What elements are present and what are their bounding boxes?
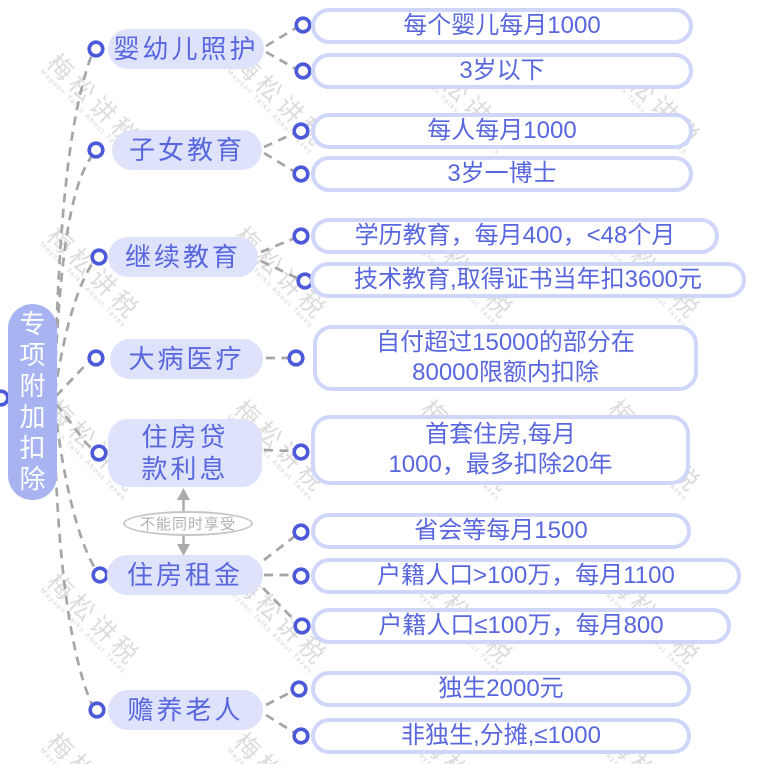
node-text: 1000，最多扣除20年 <box>388 451 613 478</box>
node-text: 住房贷 <box>141 422 229 452</box>
leaf-node: 3岁一博士 <box>311 156 693 192</box>
node-text: 省会等每月1500 <box>414 517 588 544</box>
node-text: 80000限额内扣除 <box>412 359 599 386</box>
branch-leaf-connector-line <box>265 689 294 707</box>
branch-leaf-connector-line <box>260 259 300 281</box>
root-branch-connector-line <box>53 260 96 393</box>
branch-node: 赡养老人 <box>108 690 263 730</box>
leaf-node: 独生2000元 <box>311 671 691 707</box>
root-branch-connector-line <box>52 409 95 708</box>
connector-ring-icon <box>294 16 312 34</box>
branch-leaf-connector-line <box>263 151 296 174</box>
root-branch-connector-line <box>52 53 94 389</box>
leaf-node: 技术教育,取得证书当年扣3600元 <box>310 262 746 298</box>
node-text: 住房租金 <box>126 560 243 590</box>
node-text: 每个婴儿每月1000 <box>403 12 601 39</box>
connector-ring-icon <box>87 40 105 58</box>
connector-ring-icon <box>87 349 105 367</box>
root-branch-connector-line <box>55 359 91 397</box>
connector-ring-icon <box>294 62 312 80</box>
node-text: 款利息 <box>141 454 229 484</box>
node-text: 每人每月1000 <box>427 117 577 144</box>
node-text: 大病医疗 <box>128 344 245 374</box>
leaf-node: 省会等每月1500 <box>311 513 691 549</box>
arrow-down-icon <box>177 544 190 556</box>
root-branch-connector-line <box>53 407 98 571</box>
node-text: 学历教育，每月400，<48个月 <box>354 222 676 249</box>
branch-leaf-connector-line <box>265 50 297 71</box>
leaf-node: 每个婴儿每月1000 <box>311 8 693 44</box>
node-text: 首套住房,每月 <box>425 421 576 448</box>
branch-node: 婴幼儿照护 <box>108 29 264 69</box>
branch-node: 子女教育 <box>112 130 262 170</box>
branch-leaf-connector-line <box>263 534 296 562</box>
node-text: 自付超过15000的部分在 <box>376 329 635 356</box>
root-node: 专项附加扣除 <box>8 304 57 500</box>
connector-ring-icon <box>287 349 305 367</box>
connector-ring-icon <box>0 389 10 407</box>
arrow-up-icon <box>177 488 190 500</box>
connector-ring-icon <box>290 680 308 698</box>
node-text: 独生2000元 <box>438 675 564 702</box>
connector-ring-icon <box>293 617 311 635</box>
branch-node: 住房租金 <box>107 555 263 595</box>
mutual-exclusion-note: 不能同时享受 <box>123 511 253 536</box>
connector-ring-icon <box>88 701 106 719</box>
branch-node: 大病医疗 <box>110 339 263 379</box>
branch-node: 继续教育 <box>108 237 258 277</box>
connector-ring-icon <box>292 122 310 140</box>
connector-ring-icon <box>90 444 108 462</box>
branch-leaf-connector-line <box>263 448 295 453</box>
root-node-label: 专项附加扣除 <box>19 309 46 494</box>
leaf-node: 户籍人口>100万，每月1100 <box>311 558 741 594</box>
leaf-node: 非独生,分摊,≤1000 <box>311 718 691 754</box>
node-text: 户籍人口≤100万，每月800 <box>378 612 664 639</box>
connector-ring-icon <box>292 165 310 183</box>
leaf-node: 户籍人口≤100万，每月800 <box>311 608 731 644</box>
leaf-node: 自付超过15000的部分在 80000限额内扣除 <box>313 325 698 391</box>
connector-ring-icon <box>292 443 310 461</box>
node-text: 非独生,分摊,≤1000 <box>401 722 601 749</box>
connector-ring-icon <box>90 248 108 266</box>
node-text: 子女教育 <box>128 135 245 165</box>
branch-leaf-connector-line <box>260 236 296 254</box>
root-branch-connector-line <box>54 403 93 451</box>
connector-ring-icon <box>292 727 310 745</box>
leaf-node: 学历教育，每月400，<48个月 <box>311 218 719 254</box>
connector-ring-icon <box>292 567 310 585</box>
node-text: 继续教育 <box>124 242 241 272</box>
node-text: 婴幼儿照护 <box>113 34 259 64</box>
leaf-node: 每人每月1000 <box>311 113 693 149</box>
branch-leaf-connector-line <box>262 587 297 623</box>
leaf-node: 首套住房,每月 1000，最多扣除20年 <box>311 415 690 485</box>
leaf-node: 3岁以下 <box>311 53 693 89</box>
node-text: 赡养老人 <box>127 695 244 725</box>
node-text: 3岁以下 <box>459 57 545 84</box>
node-text: 户籍人口>100万，每月1100 <box>377 562 675 589</box>
connector-ring-icon <box>292 227 310 245</box>
node-text: 技术教育,取得证书当年扣3600元 <box>353 266 703 293</box>
branch-leaf-connector-line <box>265 713 296 735</box>
branch-node: 住房贷款利息 <box>108 419 262 487</box>
connector-ring-icon <box>292 523 310 541</box>
branch-leaf-connector-line <box>263 131 296 149</box>
connector-ring-icon <box>87 141 105 159</box>
connector-ring-icon <box>91 566 109 584</box>
root-branch-connector-line <box>52 155 94 391</box>
node-text: 3岁一博士 <box>447 160 557 187</box>
branch-leaf-connector-line <box>265 26 297 48</box>
